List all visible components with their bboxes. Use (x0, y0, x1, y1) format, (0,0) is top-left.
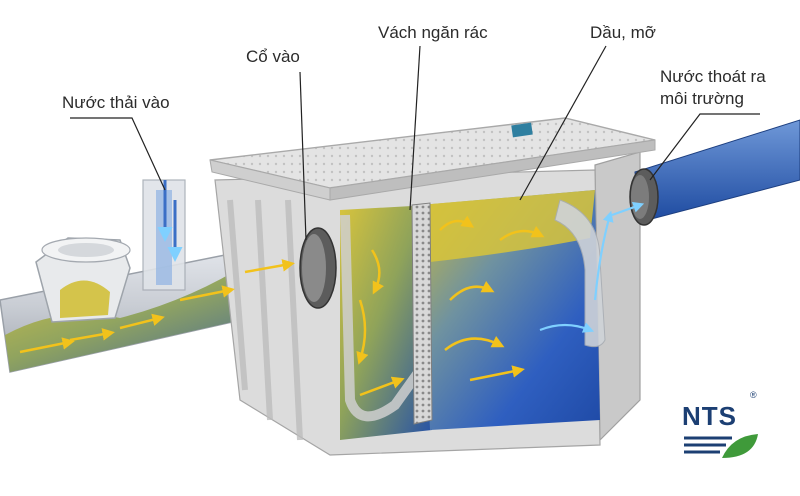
leader-inlet-wastewater (70, 118, 165, 190)
label-oil-grease: Dầu, mỡ (590, 22, 656, 44)
label-inlet-neck: Cổ vào (246, 46, 300, 68)
label-outlet-line1: Nước thoát ra (660, 66, 766, 88)
separation-chamber (420, 190, 605, 430)
label-debris-screen: Vách ngăn rác (378, 22, 488, 44)
label-outlet: Nước thoát ra môi trường (660, 66, 766, 110)
logo-registered-mark: ® (750, 390, 757, 400)
debris-screen (412, 203, 432, 424)
logo-leaf-icon (682, 432, 762, 464)
vertical-inlet-pipe (143, 180, 185, 290)
logo-text: NTS (682, 402, 737, 430)
nts-logo: NTS ® (682, 402, 762, 464)
label-outlet-line2: môi trường (660, 88, 766, 110)
inspection-cap (36, 238, 130, 322)
label-inlet-wastewater: Nước thải vào (62, 92, 170, 114)
